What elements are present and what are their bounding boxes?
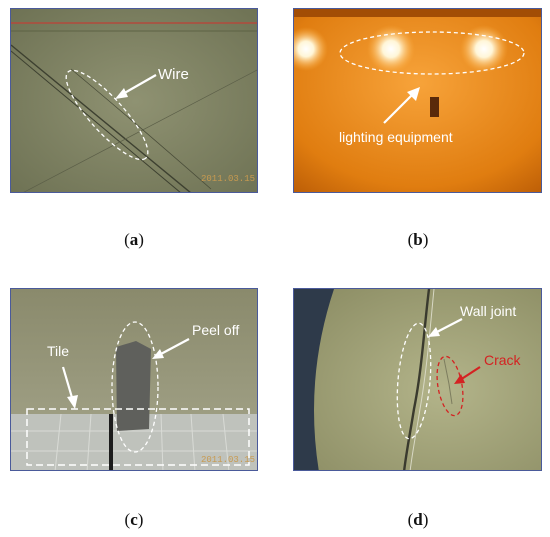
lighting-photo: lighting equipment [294,9,541,192]
wall-joint-photo: Wall joint Crack [294,289,541,470]
tile-photo: Tile Peel off 2011.03.15 [11,289,257,470]
wire-arrow [120,74,157,96]
image-panel-a: Wire 2011.03.15 [10,8,258,193]
tile-arrow [61,366,75,402]
image-panel-d: Wall joint Crack [293,288,542,471]
lighting-label: lighting equipment [339,129,453,145]
timestamp-a: 2011.03.15 [201,174,255,184]
crack-label: Crack [484,352,522,368]
timestamp-c: 2011.03.15 [201,455,255,465]
wall-joint-arrow [434,318,463,334]
tile-label: Tile [47,343,69,359]
wire-label: Wire [158,66,189,83]
peel-highlight-ellipse [111,321,159,453]
lighting-arrow [383,92,415,124]
wire-highlight-ellipse [65,69,149,161]
caption-a: (a) [124,230,144,249]
crack-arrow [459,366,481,381]
image-panel-b: lighting equipment [293,8,542,193]
caption-c: (c) [124,510,144,529]
peel-arrow [158,338,190,356]
wall-joint-label: Wall joint [460,303,516,319]
peel-label: Peel off [192,322,239,338]
caption-d: (d) [407,510,429,529]
wire-photo: Wire 2011.03.15 [11,9,257,192]
image-panel-c: Tile Peel off 2011.03.15 [10,288,258,471]
crack-highlight-ellipse [436,355,464,417]
lighting-highlight-ellipse [339,31,525,75]
tile-highlight-box [26,408,250,466]
wall-joint-highlight-ellipse [396,322,432,440]
caption-b: (b) [407,230,429,249]
